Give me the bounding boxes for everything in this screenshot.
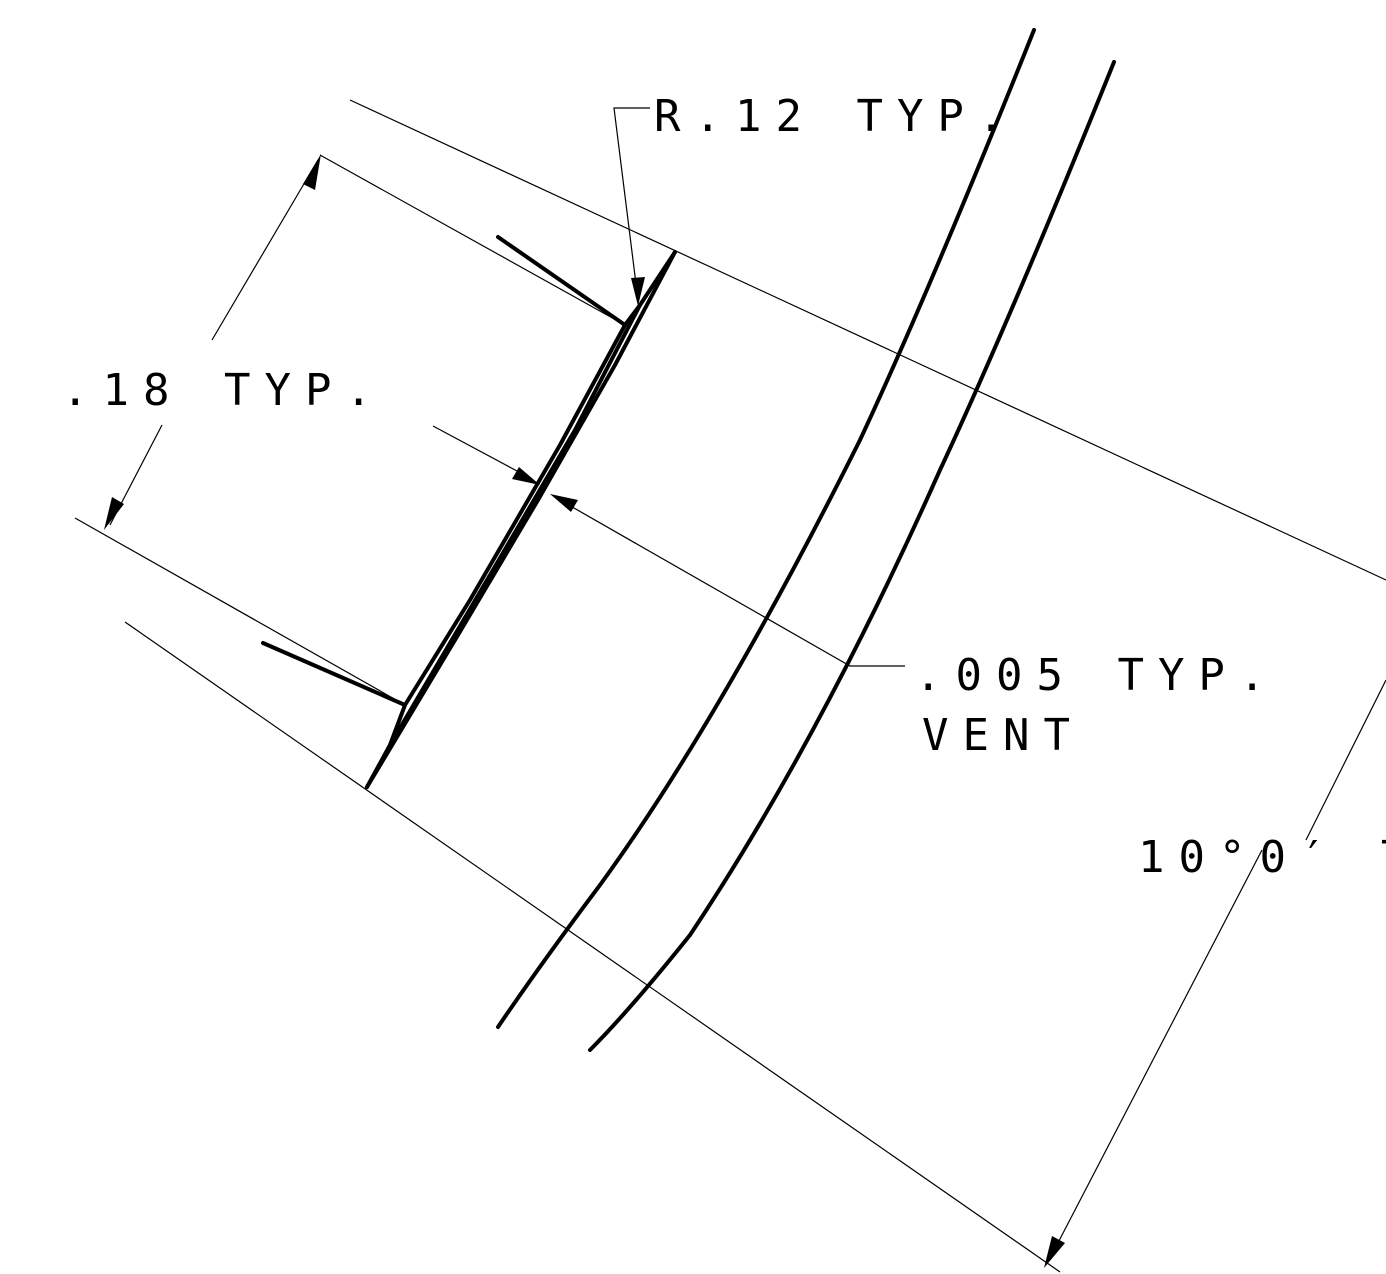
angle-dimension-label: 10°0′ TYP — [1138, 832, 1386, 883]
radius-leader-line — [613, 107, 650, 301]
angle-arrow-bottom — [1044, 1236, 1065, 1268]
vent-arrow-left — [512, 467, 540, 485]
construction-line-bottom — [124, 621, 1061, 1273]
construction-line-top — [349, 99, 1386, 581]
height-dimension-label: .18 TYP. — [62, 365, 386, 416]
vent-strip-right-edge — [365, 250, 677, 789]
vent-leader-left — [432, 425, 531, 479]
angle-dimension-line-lower — [1047, 849, 1263, 1263]
outer-curve-right — [588, 60, 1116, 1052]
construction-line-lower — [74, 517, 406, 706]
vent-dimension-label: .005 TYP. — [915, 650, 1279, 701]
height-dimension-line-top — [211, 159, 319, 341]
construction-line-upper — [319, 154, 626, 326]
vent-top-corner — [496, 235, 677, 327]
outer-curve-left — [496, 28, 1036, 1029]
angle-dimension-line-upper — [1305, 679, 1386, 841]
vent-strip-inner-edge — [388, 303, 642, 747]
height-arrow-bottom — [104, 497, 124, 530]
radius-callout-label: R.12 TYP. — [654, 91, 1018, 142]
vent-label: VENT — [922, 710, 1084, 761]
vent-strip-left-edge — [403, 323, 627, 707]
vent-bottom-corner — [261, 641, 407, 789]
vent-arrow-right — [550, 494, 578, 512]
height-arrow-top — [303, 154, 321, 190]
radius-leader-arrow — [631, 277, 645, 306]
vent-leader-right — [559, 499, 905, 667]
